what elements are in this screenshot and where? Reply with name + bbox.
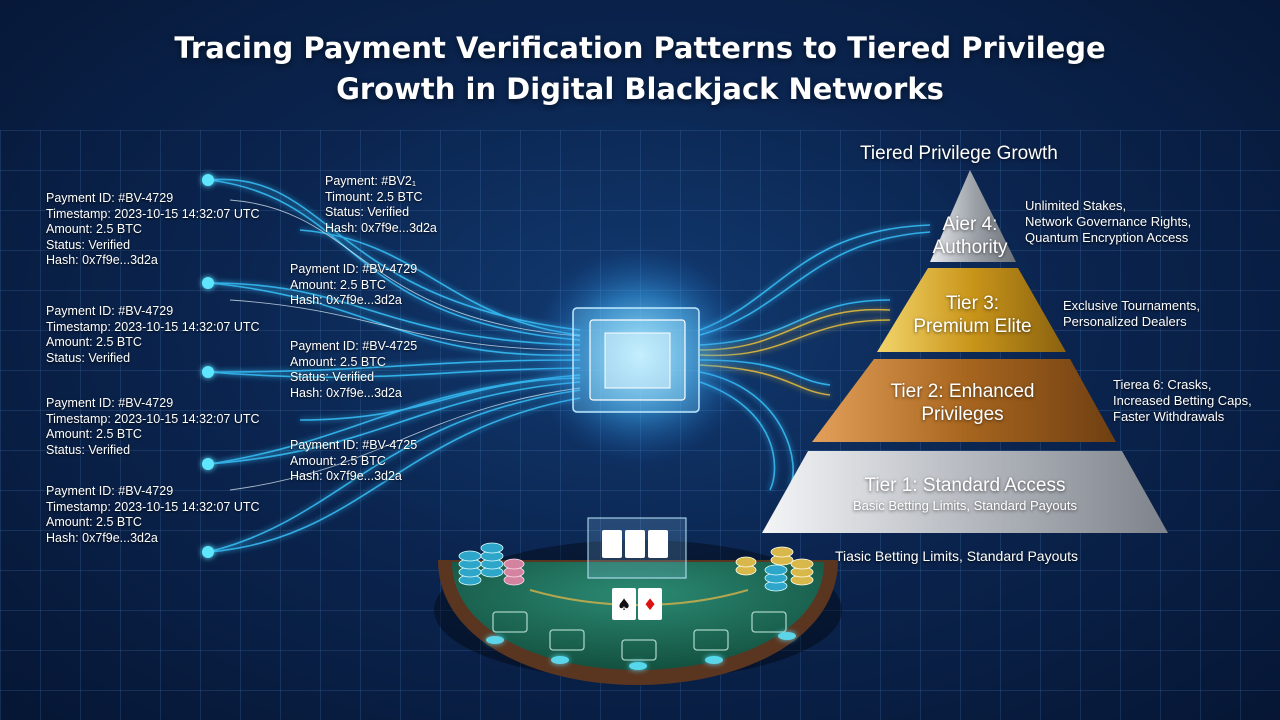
- record-line: Timestamp: 2023-10-15 14:32:07 UTC: [46, 206, 260, 221]
- page-title: Tracing Payment Verification Patterns to…: [140, 28, 1140, 110]
- description-line: Tierea 6: Crasks,: [1113, 377, 1212, 392]
- svg-text:♠: ♠: [617, 595, 631, 614]
- record-line: Payment ID: #BV-4725: [290, 339, 418, 353]
- tier-2-description: Tierea 6: Crasks, Increased Betting Caps…: [1113, 377, 1252, 425]
- tier-3-description: Exclusive Tournaments, Personalized Deal…: [1063, 298, 1200, 330]
- record-line: Amount: 2.5 BTC: [46, 335, 142, 349]
- record-line: Payment ID: #BV-4729: [290, 262, 418, 276]
- record-line: Amount: 2.5 BTC: [290, 354, 386, 369]
- playing-card-icon: ♠ ♦: [612, 588, 662, 620]
- record-line: Status: Verified: [46, 237, 131, 252]
- payment-record-left-1: Payment ID: #BV-4729 Timestamp: 2023-10-…: [46, 191, 260, 269]
- payment-record-middle-3: Payment ID: #BV-4725 Amount: 2.5 BTC Sta…: [290, 339, 417, 401]
- tier-1-line-1: Tier 1: Standard Access: [864, 475, 1066, 496]
- tier-3-line-1: Tier 3:: [945, 293, 1000, 314]
- record-line: Timestamp: 2023-10-15 14:32:07 UTC: [46, 411, 260, 426]
- payment-record-middle-2: Payment ID: #BV-4729 Amount: 2.5 BTC Has…: [290, 262, 417, 309]
- record-line: Hash: 0x7f9e...3d2a: [290, 385, 402, 400]
- record-line: Status: Verified: [325, 205, 410, 219]
- payment-record-left-3: Payment ID: #BV-4729 Timestamp: 2023-10-…: [46, 396, 260, 458]
- record-line: Status: Verified: [290, 370, 375, 384]
- record-line: Amount: 2.5 BTC: [46, 515, 142, 529]
- record-line: Amount: 2.5 BTC: [290, 277, 386, 292]
- record-line: Timount: 2.5 BTC: [325, 189, 423, 204]
- tier-2-label: Tier 2: Enhanced Privileges: [840, 380, 1085, 426]
- record-line: Payment ID: #BV-4729: [46, 396, 174, 410]
- tier-3-label: Tier 3: Premium Elite: [880, 292, 1065, 338]
- tier-1-line-2: Basic Betting Limits, Standard Payouts: [852, 498, 1077, 513]
- payment-record-middle-4: Payment ID: #BV-4725 Amount: 2.5 BTC Has…: [290, 438, 417, 485]
- record-line: Payment ID: #BV-4729: [46, 304, 174, 318]
- description-line: Network Governance Rights,: [1025, 214, 1192, 229]
- casino-chip-icon: [458, 542, 814, 592]
- record-line: Status: Verified: [46, 442, 131, 457]
- record-line: Payment ID: #BV-4729: [46, 484, 174, 498]
- svg-text:♦: ♦: [643, 595, 657, 614]
- description-line: Personalized Dealers: [1063, 314, 1187, 329]
- description-line: Exclusive Tournaments,: [1063, 298, 1201, 313]
- tier-2-line-2: Privileges: [921, 404, 1004, 425]
- tier-4-description: Unlimited Stakes, Network Governance Rig…: [1025, 198, 1191, 246]
- footer-note: Tiasic Betting Limits, Standard Payouts: [835, 548, 1079, 564]
- payment-record-left-2: Payment ID: #BV-4729 Timestamp: 2023-10-…: [46, 304, 260, 366]
- record-line: Payment ID: #BV-4729: [46, 191, 174, 205]
- record-line: Status: Verified: [46, 350, 131, 365]
- description-line: Unlimited Stakes,: [1025, 198, 1127, 213]
- tier-4-line-2: Authority: [932, 237, 1008, 258]
- tier-4-label: Aier 4: Authority: [915, 213, 1025, 259]
- tier-3-line-2: Premium Elite: [913, 316, 1032, 337]
- record-line: Timestamp: 2023-10-15 14:32:07 UTC: [46, 319, 260, 334]
- description-line: Quantum Encryption Access: [1025, 230, 1189, 245]
- description-line: Increased Betting Caps,: [1113, 393, 1252, 408]
- tier-2-line-1: Tier 2: Enhanced: [890, 381, 1035, 402]
- tier-4-line-1: Aier 4:: [942, 214, 998, 235]
- record-line: Hash: 0x7f9e...3d2a: [46, 253, 158, 267]
- record-line: Payment: #BV2₁: [325, 174, 417, 188]
- record-line: Hash: 0x7f9e...3d2a: [325, 220, 437, 235]
- payment-record-middle-1: Payment: #BV2₁ Timount: 2.5 BTC Status: …: [325, 174, 437, 236]
- record-line: Amount: 2.5 BTC: [290, 453, 386, 468]
- title-line-2: Growth in Digital Blackjack Networks: [336, 72, 944, 106]
- tier-1-label: Tier 1: Standard Access Basic Betting Li…: [800, 474, 1130, 515]
- description-line: Faster Withdrawals: [1113, 409, 1225, 424]
- pyramid-heading: Tiered Privilege Growth: [860, 143, 1058, 164]
- record-line: Hash: 0x7f9e...3d2a: [290, 293, 402, 307]
- record-line: Timestamp: 2023-10-15 14:32:07 UTC: [46, 499, 260, 514]
- record-line: Hash: 0x7f9e...3d2a: [290, 469, 402, 483]
- payment-record-left-4: Payment ID: #BV-4729 Timestamp: 2023-10-…: [46, 484, 260, 546]
- record-line: Payment ID: #BV-4725: [290, 438, 418, 452]
- record-line: Amount: 2.5 BTC: [46, 427, 142, 441]
- record-line: Hash: 0x7f9e...3d2a: [46, 530, 158, 545]
- record-line: Amount: 2.5 BTC: [46, 222, 142, 236]
- title-line-1: Tracing Payment Verification Patterns to…: [174, 31, 1106, 65]
